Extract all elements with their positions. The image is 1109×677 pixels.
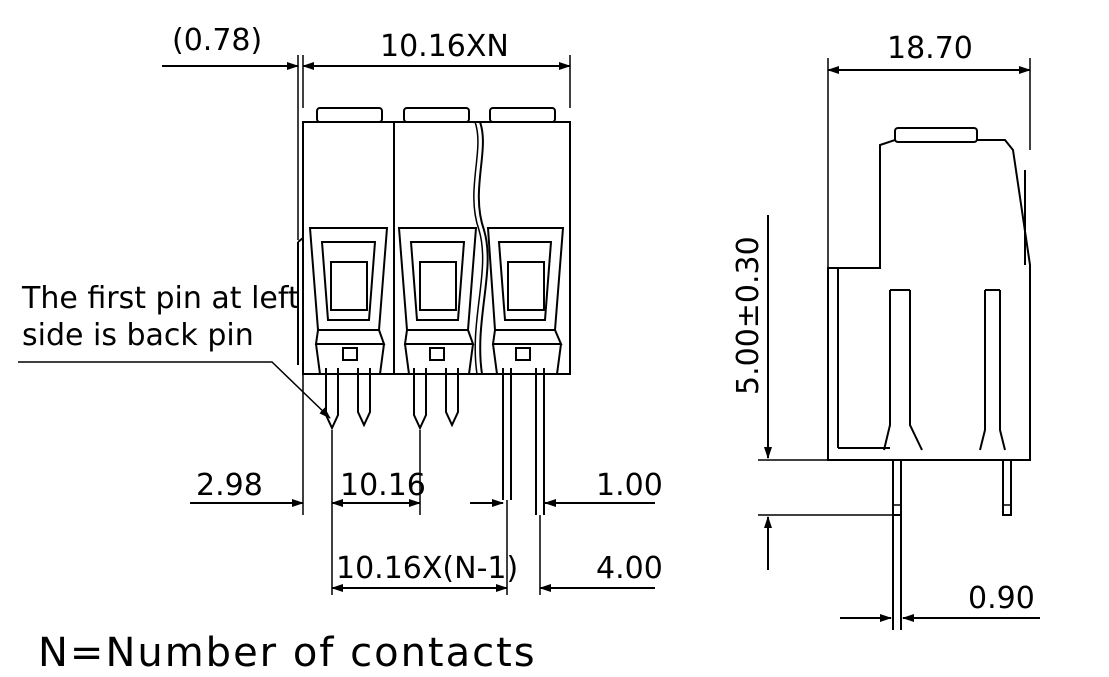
front-dimensions: [18, 55, 655, 595]
dim-height-label: 5.00±0.30: [731, 236, 766, 395]
side-top-button: [894, 127, 978, 143]
dim-depth-label: 18.70: [887, 31, 973, 66]
front-body-outline: [302, 121, 571, 375]
dim-pin-width-label: 1.00: [596, 468, 663, 503]
dim-pitch-span-label: 10.16X(N-1): [336, 551, 518, 586]
contacts-legend: N=Number of contacts: [38, 630, 537, 676]
note-line-1: The first pin at left: [21, 281, 300, 316]
module-2: [397, 227, 478, 345]
top-buttons: [316, 107, 556, 123]
side-dimensions: [758, 58, 1040, 622]
module-1: [308, 227, 389, 345]
pin-blocks: [315, 343, 562, 375]
front-view: (0.78) 10.16XN 2.98 10.16 1.00 10.16X(N-…: [18, 23, 663, 595]
side-view: 18.70 5.00±0.30 0.90: [731, 31, 1040, 630]
dim-pin-gap-label: 4.00: [596, 551, 663, 586]
dim-left-edge-label: 2.98: [196, 468, 263, 503]
dim-offset-label: (0.78): [172, 23, 262, 58]
dim-width-total-label: 10.16XN: [380, 29, 509, 64]
dim-pitch-label: 10.16: [340, 468, 426, 503]
module-3: [486, 227, 565, 345]
side-pins: [892, 459, 1012, 630]
note-line-2: side is back pin: [22, 318, 254, 353]
pins: [325, 368, 545, 515]
dim-pin-diameter-label: 0.90: [968, 581, 1035, 616]
break-line: [477, 121, 489, 375]
